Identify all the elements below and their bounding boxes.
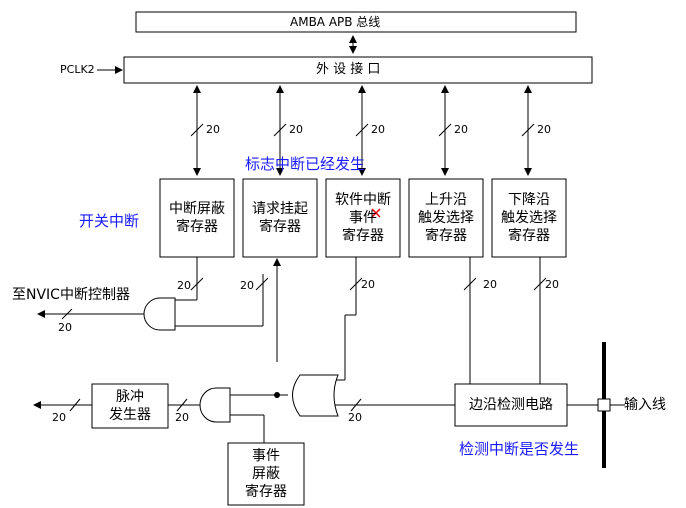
junction-dot [274, 392, 280, 398]
peripheral-interface-label: 外 设 接 口 [316, 62, 381, 77]
input-terminal [597, 398, 611, 412]
interrupt-mask-register-box [159, 178, 235, 258]
bus-width-label: 20 [348, 411, 362, 424]
event-mask-register: 事件 屏蔽 寄存器 [228, 443, 304, 505]
peripheral-interface-box [123, 56, 593, 84]
event-mask-register-label: 事件 屏蔽 寄存器 [245, 448, 287, 500]
bus-width-label: 20 [361, 278, 375, 291]
pending-register-box [242, 178, 318, 258]
software-interrupt-register: 软件中断 事件 寄存器 [326, 179, 400, 257]
software-interrupt-register-box [325, 178, 401, 258]
edge-detect-box [454, 383, 568, 427]
edge-detect-circuit-label: 边沿检测电路 [469, 397, 553, 413]
amba-apb-bus-label: AMBA APB 总线 [290, 15, 381, 29]
bus-width-label: 20 [454, 123, 468, 136]
flag-annotation: 标志中断已经发生 [245, 155, 366, 173]
bus-width-label: 20 [177, 279, 191, 292]
software-interrupt-register-label: 软件中断 事件 寄存器 [335, 192, 391, 244]
falling-trigger-register-box [491, 178, 567, 258]
pending-register-label: 请求挂起 寄存器 [252, 201, 308, 235]
bus-width-label: 20 [58, 321, 72, 334]
event-and-gate [199, 387, 231, 423]
bus-width-label: 20 [240, 279, 254, 292]
interrupt-mask-register: 中断屏蔽 寄存器 [160, 179, 234, 257]
register-bus-arrows [190, 85, 535, 176]
amba-apb-bus-box [135, 11, 577, 33]
falling-trigger-register: 下降沿 触发选择 寄存器 [492, 179, 566, 257]
bus-width-label: 20 [371, 123, 385, 136]
pulse-generator-box [91, 383, 169, 429]
event-mask-register-box [227, 442, 305, 506]
input-line-label: 输入线 [624, 397, 666, 413]
bus-width-label: 20 [483, 278, 497, 291]
interrupt-and-gate [143, 297, 176, 331]
falling-trigger-register-label: 下降沿 触发选择 寄存器 [501, 192, 557, 244]
rising-trigger-register-box [408, 178, 484, 258]
rising-trigger-register-label: 上升沿 触发选择 寄存器 [418, 192, 474, 244]
interrupt-mask-register-label: 中断屏蔽 寄存器 [169, 201, 225, 235]
or-gate [292, 374, 339, 417]
bus-width-label: 20 [206, 123, 220, 136]
bus-width-label: 20 [289, 123, 303, 136]
bus-width-label: 20 [52, 411, 66, 424]
bus-width-label: 20 [175, 411, 189, 424]
to-nvic-label: 至NVIC中断控制器 [12, 287, 130, 303]
pulse-generator: 脉冲 发生器 [92, 384, 168, 428]
bus-width-label: 20 [545, 278, 559, 291]
edge-detect-circuit: 边沿检测电路 [455, 384, 567, 426]
bus-width-label: 20 [537, 123, 551, 136]
rising-trigger-register: 上升沿 触发选择 寄存器 [409, 179, 483, 257]
red-marker [371, 208, 381, 218]
switch-annotation: 开关中断 [79, 212, 140, 230]
pulse-generator-label: 脉冲 发生器 [109, 389, 151, 423]
detect-annotation: 检测中断是否发生 [459, 440, 580, 458]
pending-register: 请求挂起 寄存器 [243, 179, 317, 257]
pclk2-label: PCLK2 [60, 63, 95, 76]
